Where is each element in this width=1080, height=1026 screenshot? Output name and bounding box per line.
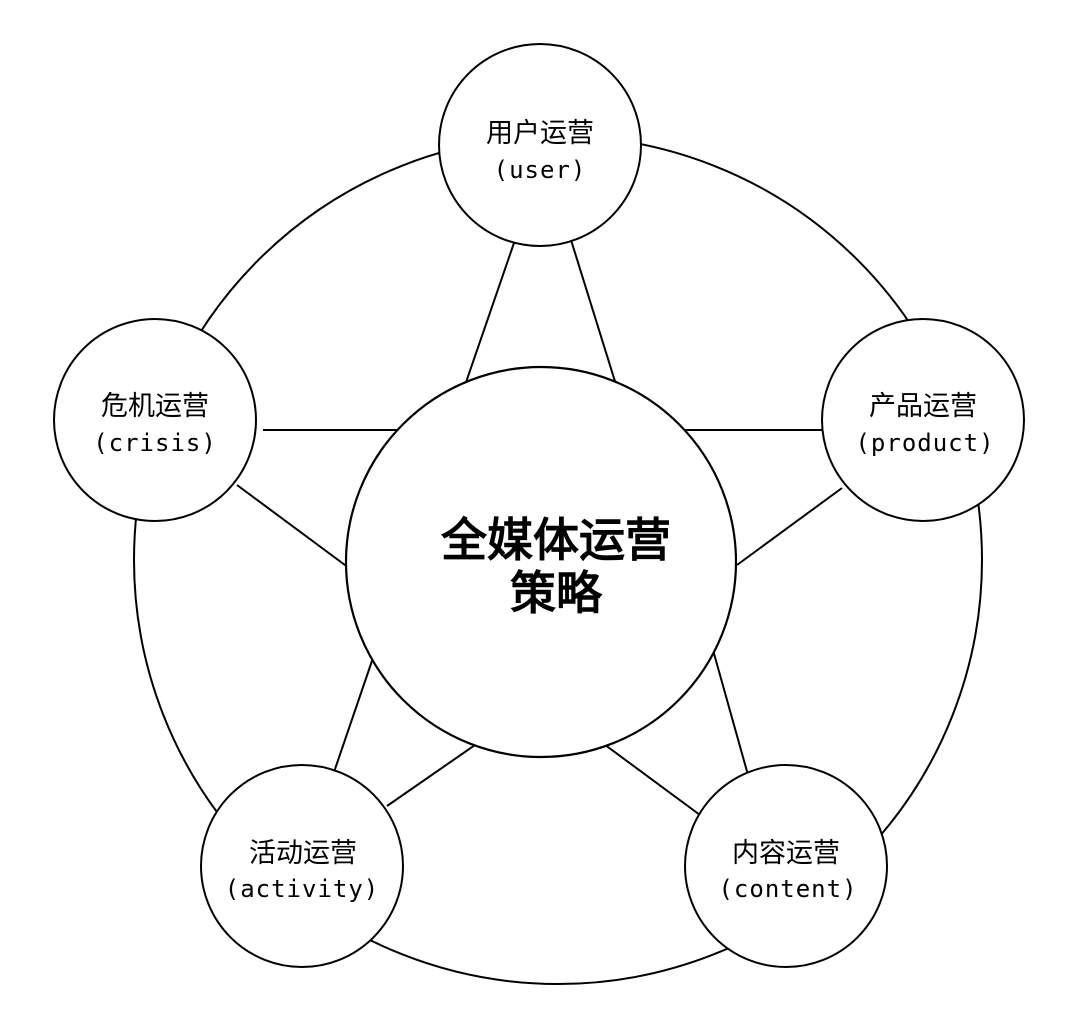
node-user: 用户运营 (user) (438, 43, 642, 247)
node-content-sublabel: (content) (718, 875, 857, 903)
node-product-circle (821, 318, 1025, 522)
node-activity-label: 活动运营 (249, 838, 357, 869)
connector-crisis-lower (236, 484, 350, 569)
node-crisis: 危机运营 (crisis) (53, 318, 257, 522)
node-crisis-label: 危机运营 (101, 391, 209, 422)
center-node: 全媒体运营 策略 (344, 365, 738, 759)
node-product: 产品运营 (product) (821, 318, 1025, 522)
node-product-label: 产品运营 (869, 391, 977, 422)
connector-user-right (570, 239, 619, 392)
node-user-sublabel: (user) (494, 156, 587, 184)
connector-content-left (592, 735, 701, 816)
node-crisis-sublabel: (crisis) (93, 429, 217, 457)
node-activity-circle (200, 764, 404, 968)
connector-content-right (712, 649, 749, 776)
center-circle (344, 365, 738, 759)
connector-activity-right (386, 735, 489, 807)
node-content-label: 内容运营 (732, 838, 840, 869)
node-product-sublabel: (product) (855, 429, 994, 457)
node-activity-sublabel: (activity) (225, 875, 380, 903)
connector-product-lower (736, 487, 843, 566)
node-crisis-circle (53, 318, 257, 522)
node-user-label: 用户运营 (486, 118, 594, 149)
connector-user-left (462, 239, 516, 392)
connector-activity-left (332, 654, 375, 776)
center-title-line2: 策略 (510, 566, 603, 620)
node-content-circle (684, 764, 888, 968)
node-user-circle (438, 43, 642, 247)
center-title-line1: 全媒体运营 (440, 513, 671, 567)
node-activity: 活动运营 (activity) (200, 764, 404, 968)
node-content: 内容运营 (content) (684, 764, 888, 968)
connector-lines (236, 239, 843, 816)
